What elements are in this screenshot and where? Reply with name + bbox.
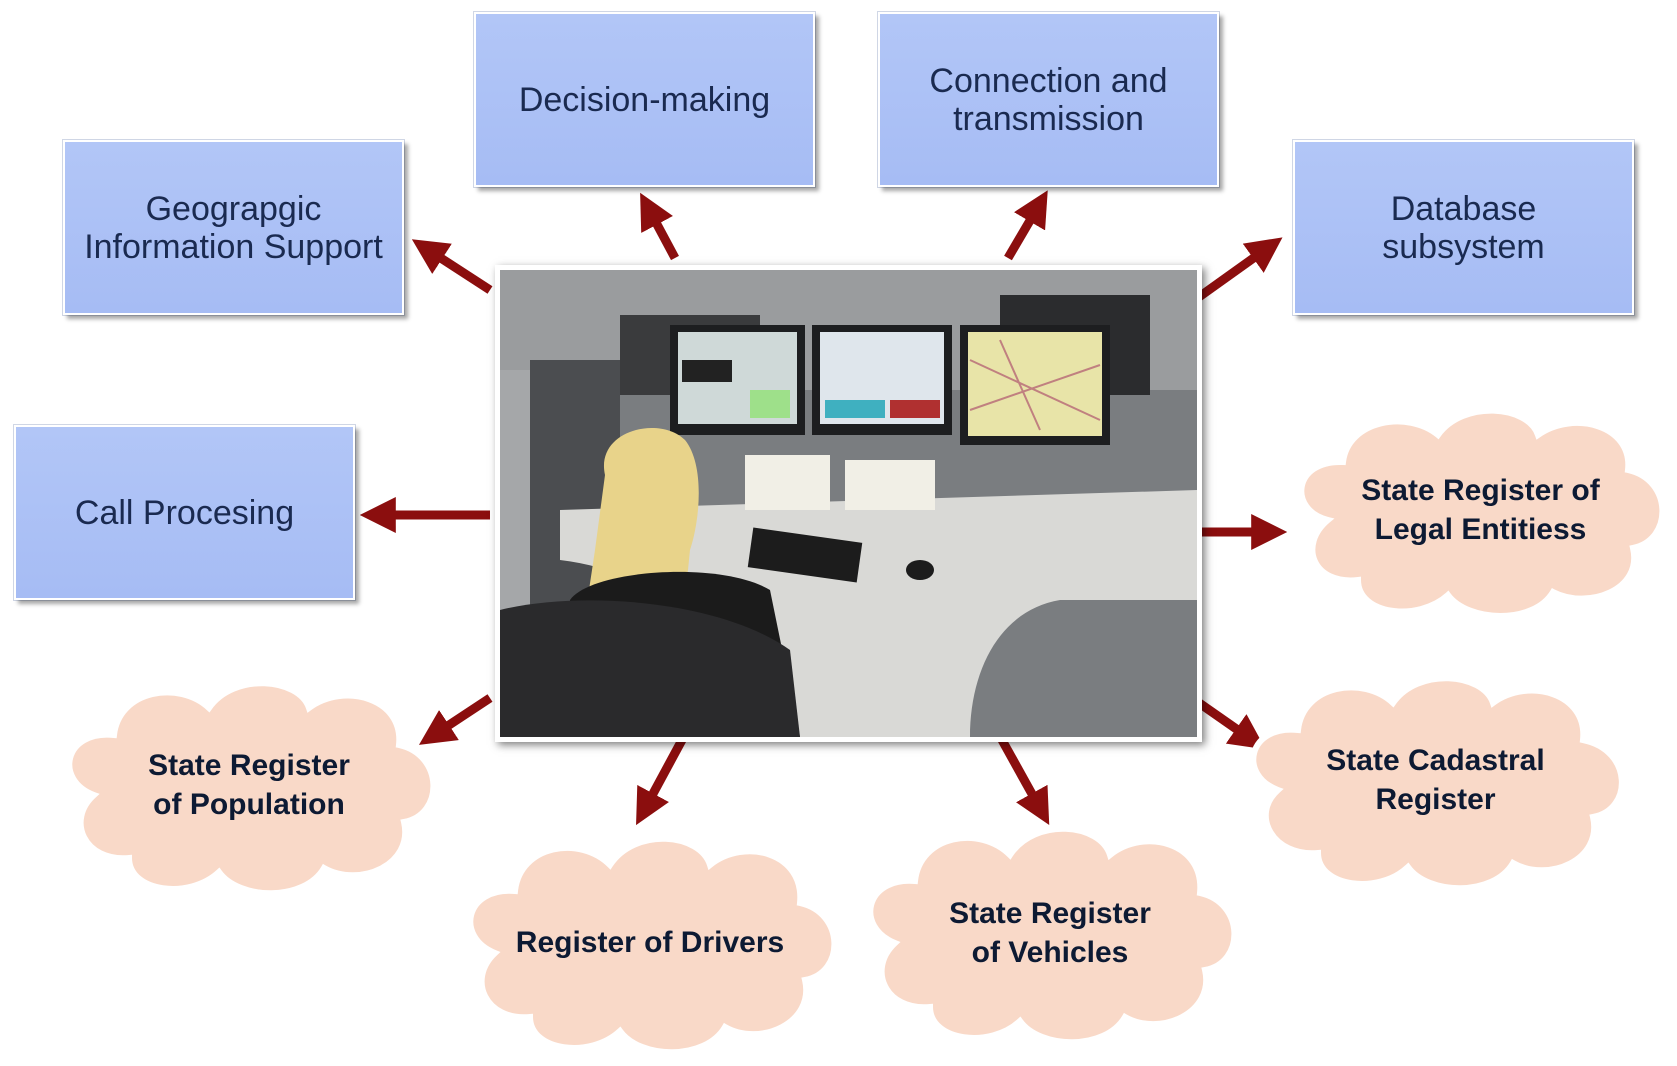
cloud-cadastral-label: State Cadastral Register xyxy=(1326,744,1545,816)
cloud-population-label: State Register of Population xyxy=(148,749,350,821)
box-decision-making: Decision-making xyxy=(474,12,815,187)
cloud-legal-entities-label: State Register of Legal Entitiess xyxy=(1361,474,1600,546)
arrow-to-population xyxy=(418,694,493,745)
cloud-shape xyxy=(66,680,437,897)
cloud-shape xyxy=(467,835,838,1056)
cloud-shape xyxy=(1298,407,1666,619)
arrow-to-vehicles xyxy=(998,737,1050,826)
box-connection-transmission: Connection and transmission xyxy=(878,12,1219,187)
box-call-processing: Call Procesing xyxy=(14,425,355,600)
box-geographic-information-support-label: Geograpgic Information Support xyxy=(84,189,383,266)
cloud-cadastral: State Cadastral Register xyxy=(1238,665,1633,895)
cloud-vehicles-label: State Register of Vehicles xyxy=(949,896,1151,969)
dispatch-operator-photo xyxy=(495,265,1202,742)
arrow-to-database xyxy=(1189,237,1283,306)
arrow-to-drivers xyxy=(636,737,686,826)
box-database-subsystem-label: Database subsystem xyxy=(1382,189,1545,266)
cloud-shape xyxy=(867,825,1238,1046)
cloud-population: State Register of Population xyxy=(54,670,444,900)
cloud-drivers-label: Register of Drivers xyxy=(515,926,785,959)
cloud-drivers: Register of Drivers xyxy=(455,825,845,1060)
dispatch-scene-illustration xyxy=(500,270,1197,737)
box-decision-making-label: Decision-making xyxy=(518,80,771,119)
box-connection-transmission-label: Connection and transmission xyxy=(929,61,1168,138)
arrow-to-gis xyxy=(411,239,493,294)
box-geographic-information-support: Geograpgic Information Support xyxy=(63,140,404,315)
arrow-to-decision xyxy=(640,192,679,261)
cloud-vehicles: State Register of Vehicles xyxy=(855,815,1245,1050)
cloud-shape xyxy=(1250,675,1625,892)
arrow-to-connection xyxy=(1004,190,1048,261)
box-database-subsystem: Database subsystem xyxy=(1293,140,1634,315)
box-call-processing-label: Call Procesing xyxy=(74,493,295,532)
cloud-legal-entities: State Register of Legal Entitiess xyxy=(1288,400,1673,620)
